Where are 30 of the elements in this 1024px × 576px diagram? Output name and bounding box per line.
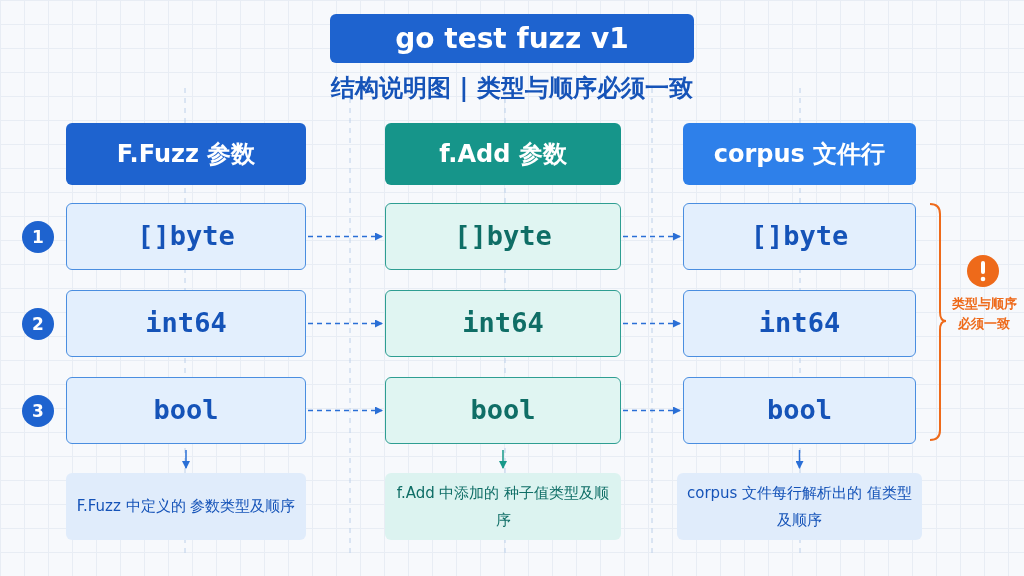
column-header: corpus 文件行 (683, 123, 916, 185)
type-box: int64 (683, 290, 916, 357)
arrow (622, 319, 681, 328)
arrow (307, 232, 383, 241)
arrow (307, 319, 383, 328)
column-header: f.Add 参数 (385, 123, 621, 185)
note-box: f.Add 中添加的 种子值类型及顺序 (385, 473, 621, 540)
title-banner: go test fuzz v1 (330, 14, 694, 63)
type-box: int64 (66, 290, 306, 357)
type-box: bool (66, 377, 306, 444)
type-box: []byte (683, 203, 916, 270)
step-number: 1 (22, 221, 54, 253)
note-box: corpus 文件每行解析出的 值类型及顺序 (677, 473, 922, 540)
note-box: F.Fuzz 中定义的 参数类型及顺序 (66, 473, 306, 540)
warning-text: 类型与顺序必须一致 (950, 295, 1018, 333)
type-box: []byte (66, 203, 306, 270)
arrow (307, 406, 383, 415)
arrow (795, 449, 804, 469)
arrow (182, 449, 190, 469)
step-number: 2 (22, 308, 54, 340)
step-number: 3 (22, 395, 54, 427)
column-header: F.Fuzz 参数 (66, 123, 306, 185)
type-box: bool (385, 377, 621, 444)
arrow (622, 406, 681, 415)
type-box: bool (683, 377, 916, 444)
arrow (499, 449, 507, 469)
type-box: []byte (385, 203, 621, 270)
subtitle: 结构说明图 | 类型与顺序必须一致 (329, 73, 694, 104)
type-box: int64 (385, 290, 621, 357)
arrow (622, 232, 681, 241)
